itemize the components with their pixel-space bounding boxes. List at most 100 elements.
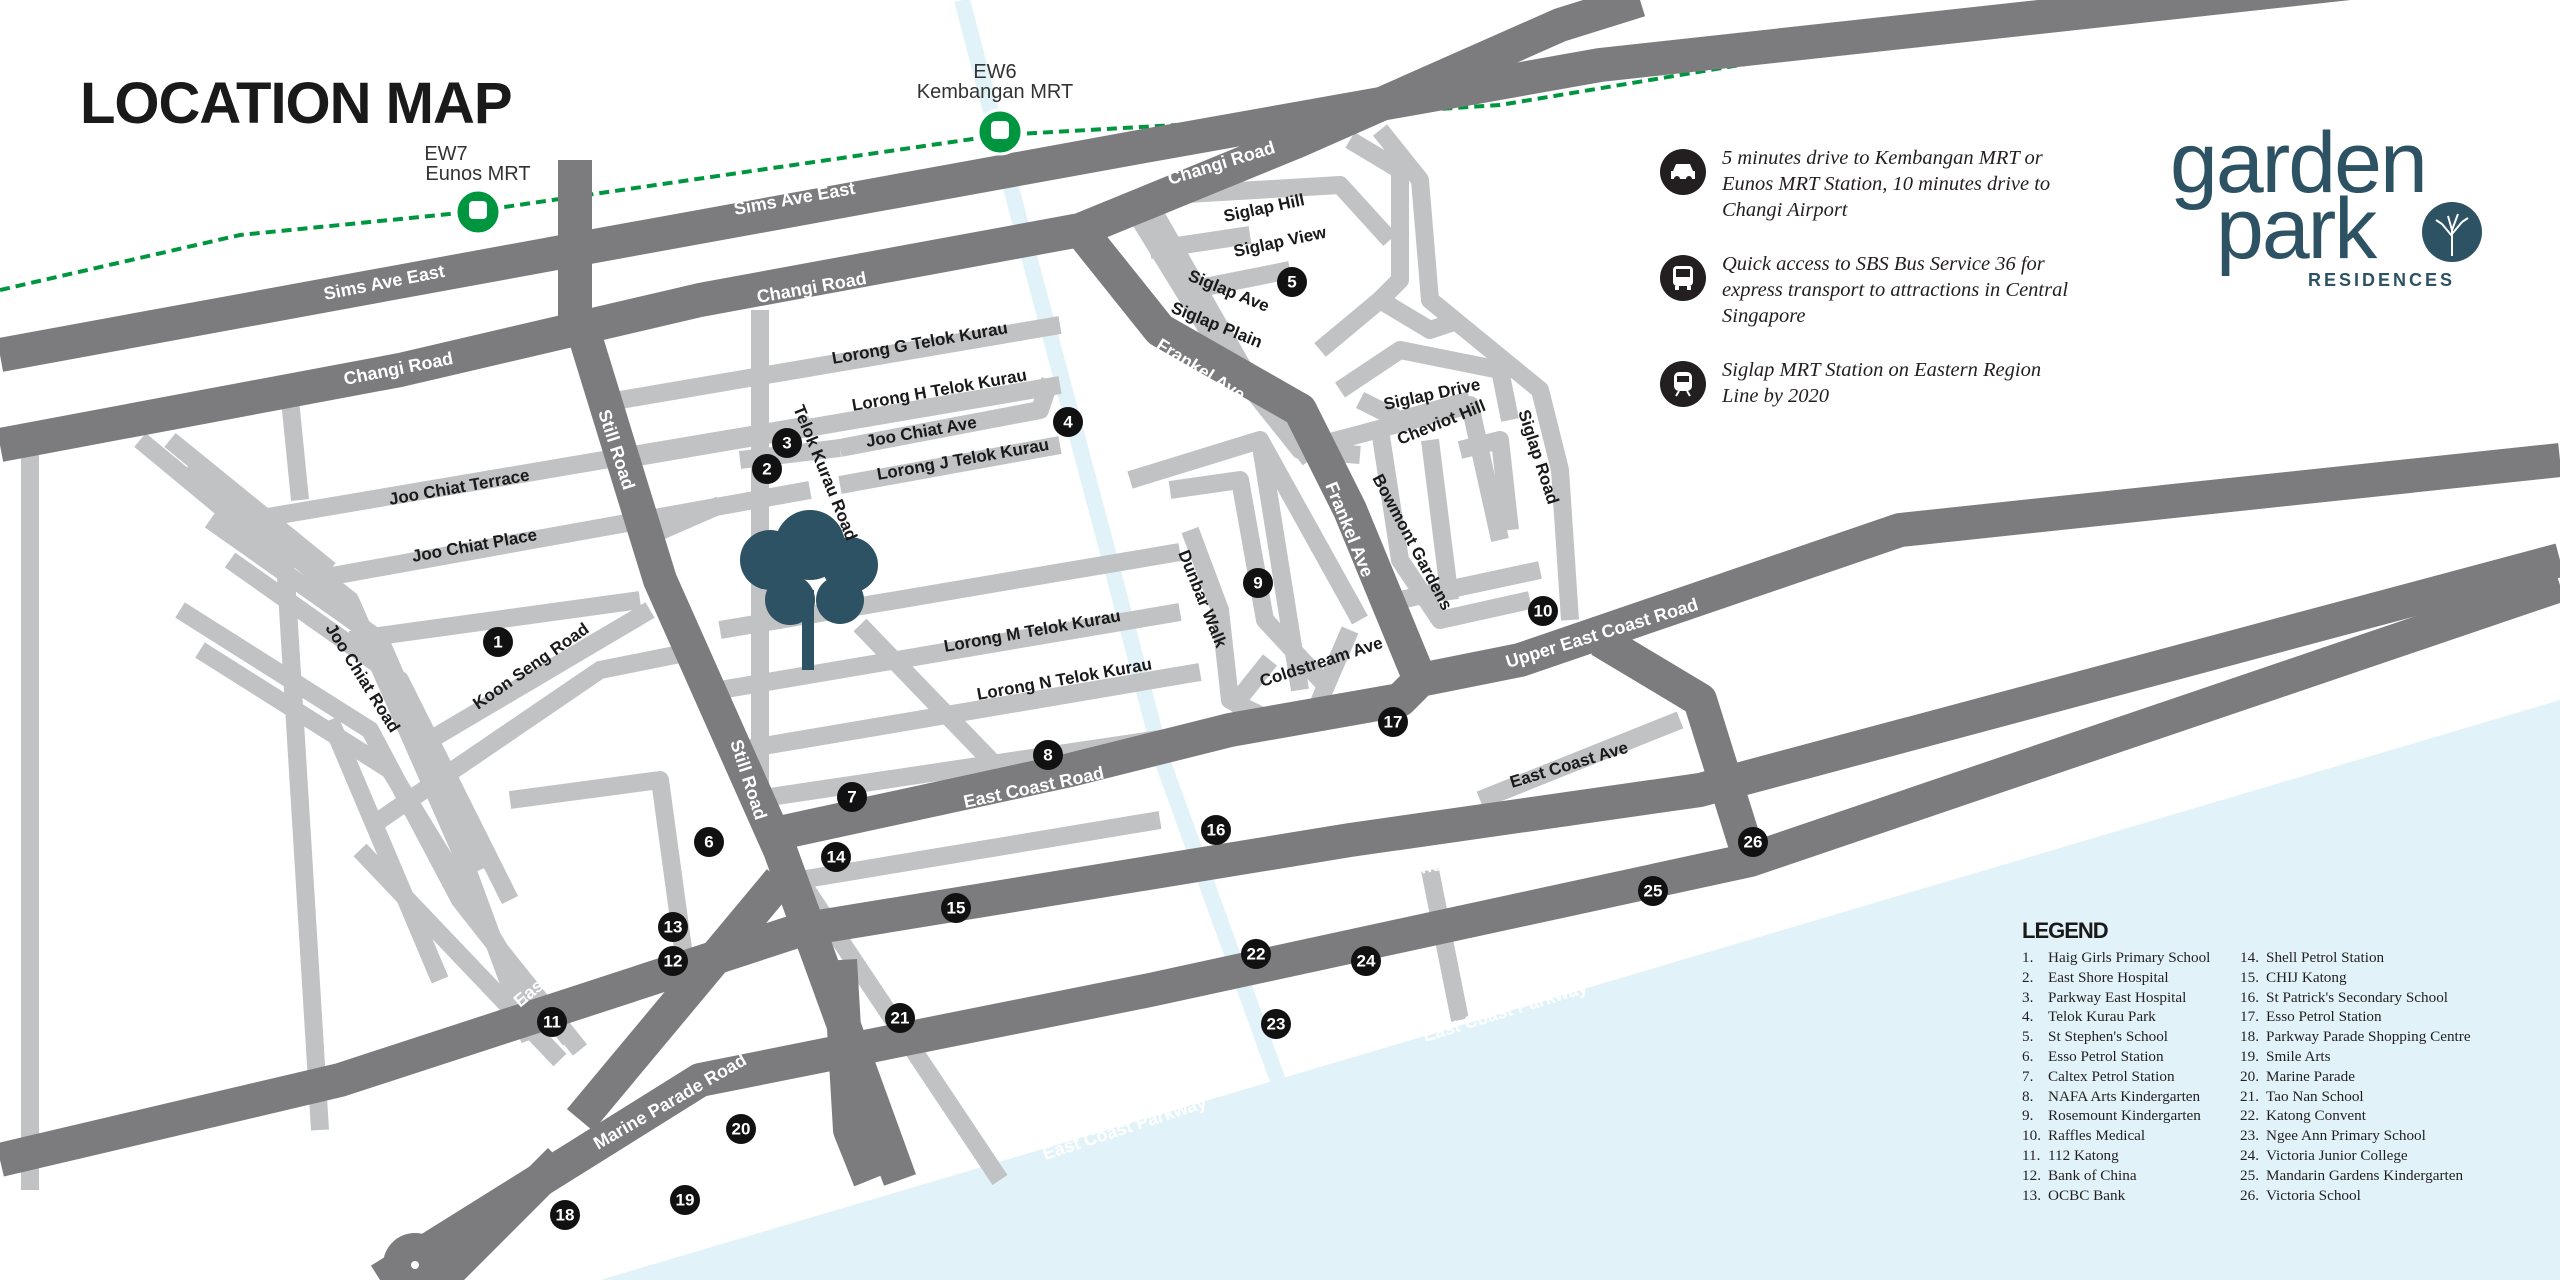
svg-text:5: 5 [1287,273,1296,292]
marker-21: 21 [885,1003,915,1033]
legend-item: 2.East Shore Hospital [2022,968,2169,986]
train-icon [1660,361,1706,407]
marker-12: 12 [658,946,688,976]
page-title: LOCATION MAP [80,71,513,136]
info-panel: 5 minutes drive to Kembangan MRT or Euno… [1660,145,2080,437]
legend-column-left: 1.Haig Girls Primary School 2.East Shore… [2022,948,2240,1205]
tree-icon [740,510,878,670]
legend-item: 13.OCBC Bank [2022,1186,2126,1204]
marker-24: 24 [1351,946,1381,976]
svg-text:6: 6 [704,833,713,852]
legend-item: 20.Marine Parade [2240,1067,2355,1085]
info-row-bus: Quick access to SBS Bus Service 36 for e… [1660,251,2080,329]
legend-column-right: 14.Shell Petrol Station 15.CHIJ Katong 1… [2240,948,2471,1205]
svg-text:Marine Parade Road: Marine Parade Road [985,912,1159,962]
svg-text:20: 20 [732,1120,751,1139]
roundabout [383,1233,447,1280]
svg-text:EW6: EW6 [973,61,1016,83]
brand-logo: garden park RESIDENCES [2170,120,2490,320]
legend-item: 1.Haig Girls Primary School [2022,949,2211,966]
info-row-train: Siglap MRT Station on Eastern Region Lin… [1660,357,2080,409]
marker-4: 4 [1053,407,1083,437]
marker-7: 7 [837,782,867,812]
info-text-bus: Quick access to SBS Bus Service 36 for e… [1722,253,2069,327]
svg-text:13: 13 [664,918,683,937]
svg-text:21: 21 [891,1009,910,1028]
svg-text:17: 17 [1384,713,1403,732]
legend-item: 22.Katong Convent [2240,1107,2366,1125]
marker-20: 20 [726,1114,756,1144]
marker-15: 15 [941,893,971,923]
marker-8: 8 [1033,740,1063,770]
brand-line-3: RESIDENCES [2308,270,2456,290]
svg-text:1: 1 [493,633,502,652]
svg-text:14: 14 [827,848,846,867]
legend-item: 23.Ngee Ann Primary School [2240,1127,2426,1145]
marker-9: 9 [1243,568,1273,598]
marker-16: 16 [1201,815,1231,845]
svg-text:2: 2 [762,460,771,479]
svg-text:11: 11 [543,1013,561,1032]
svg-text:19: 19 [676,1191,695,1210]
markers: 1 2 3 4 5 6 7 8 9 10 11 12 13 14 15 16 1… [483,267,1768,1230]
legend-item: 8.NAFA Arts Kindergarten [2022,1087,2201,1105]
svg-text:9: 9 [1253,574,1262,593]
svg-text:Joo Chiat Place: Joo Chiat Place [410,525,538,566]
svg-text:24: 24 [1357,952,1376,971]
marker-23: 23 [1261,1009,1291,1039]
svg-text:Joo Chiat Terrace: Joo Chiat Terrace [387,466,530,509]
legend-item: 19.Smile Arts [2240,1047,2331,1065]
marker-1: 1 [483,627,513,657]
bus-icon [1660,255,1706,301]
legend-item: 10.Raffles Medical [2022,1127,2146,1145]
legend-item: 3.Parkway East Hospital [2022,988,2187,1006]
svg-text:25: 25 [1644,882,1663,901]
marker-18: 18 [550,1200,580,1230]
legend-item: 12.Bank of China [2022,1166,2137,1184]
mrt-station-kembangan: EW6 Kembangan MRT [917,61,1073,156]
svg-text:3: 3 [782,434,791,453]
svg-text:18: 18 [556,1206,575,1225]
legend-item: 26.Victoria School [2240,1186,2361,1204]
info-text-drive: 5 minutes drive to Kembangan MRT or Euno… [1722,147,2051,221]
marker-13: 13 [658,912,688,942]
legend-item: 6.Esso Petrol Station [2022,1047,2164,1065]
marker-11: 11 [537,1007,567,1037]
marker-19: 19 [670,1185,700,1215]
svg-text:26: 26 [1744,833,1763,852]
svg-text:Kembangan MRT: Kembangan MRT [917,81,1073,103]
legend-title: LEGEND [2022,918,2109,943]
legend-item: 11.112 Katong [2022,1146,2119,1164]
marker-22: 22 [1241,939,1271,969]
legend-item: 14.Shell Petrol Station [2240,949,2385,966]
marker-10: 10 [1528,596,1558,626]
legend-item: 5.St Stephen's School [2022,1028,2169,1046]
brand-line-1: garden [2170,115,2428,211]
marker-26: 26 [1738,827,1768,857]
marker-14: 14 [821,842,851,872]
svg-text:8: 8 [1043,746,1052,765]
svg-text:Eunos MRT: Eunos MRT [425,163,530,185]
legend-item: 25.Mandarin Gardens Kindergarten [2240,1166,2464,1184]
car-icon [1660,149,1706,195]
legend-item: 21.Tao Nan School [2240,1087,2364,1105]
svg-text:12: 12 [664,952,683,971]
legend-item: 24.Victoria Junior College [2240,1146,2408,1164]
brand-line-2: park [2216,181,2377,277]
mrt-station-eunos: EW7 Eunos MRT [424,143,531,236]
svg-text:7: 7 [847,788,856,807]
svg-text:East Coast Ave: East Coast Ave [1508,738,1631,792]
svg-text:22: 22 [1247,945,1266,964]
legend-item: 16.St Patrick's Secondary School [2240,988,2449,1006]
legend-item: 4.Telok Kurau Park [2022,1008,2156,1026]
svg-text:EW7: EW7 [424,143,467,165]
marker-3: 3 [772,428,802,458]
marker-25: 25 [1638,876,1668,906]
legend-item: 7.Caltex Petrol Station [2022,1067,2175,1085]
legend-item: 15.CHIJ Katong [2240,968,2347,986]
info-row-drive: 5 minutes drive to Kembangan MRT or Euno… [1660,145,2080,223]
svg-text:16: 16 [1207,821,1226,840]
marker-2: 2 [752,454,782,484]
